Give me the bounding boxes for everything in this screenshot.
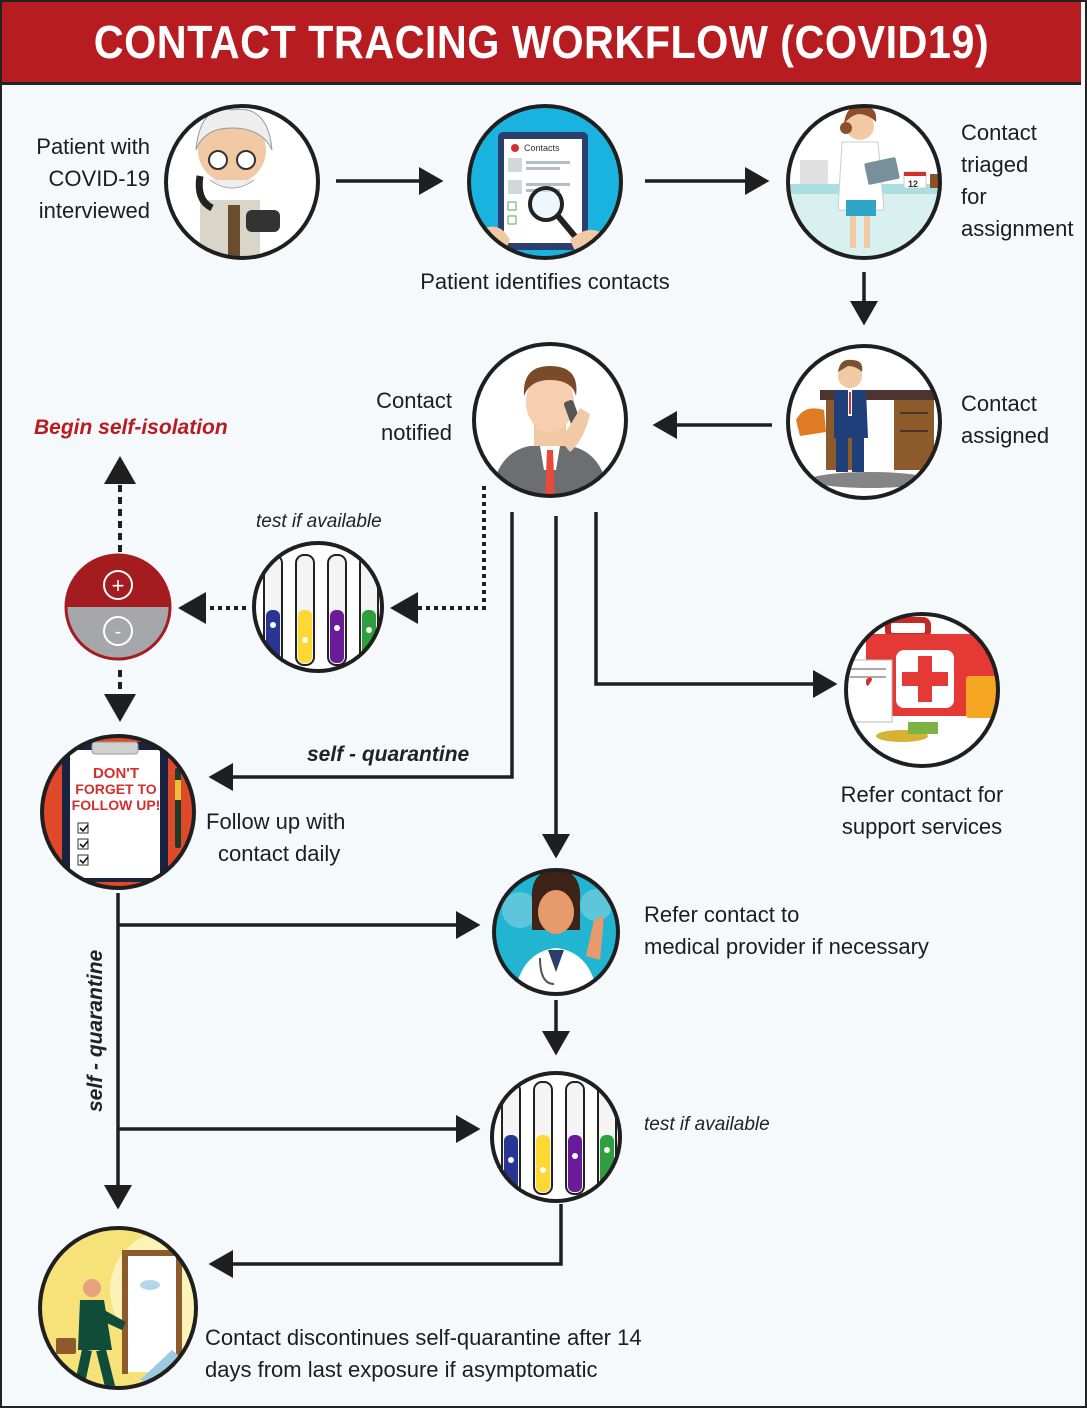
triage-label-line4: assignment	[961, 216, 1074, 241]
self-quarantine-label: self - quarantine	[307, 743, 470, 766]
businessman-at-desk-icon	[786, 344, 942, 500]
assigned-label: Contact assigned	[961, 388, 1081, 452]
notified-label: Contact notified	[340, 385, 452, 449]
notified-label-line2: notified	[381, 420, 452, 445]
checkbox-icon	[77, 854, 89, 866]
triage-label-line3: for	[961, 184, 987, 209]
medical-label: Refer contact to medical provider if nec…	[644, 899, 984, 963]
test-result-icon: + -	[64, 553, 172, 661]
test-if-available-label-2: test if available	[644, 1114, 770, 1135]
support-label-line1: Refer contact for	[840, 782, 1004, 807]
begin-self-isolation-label: Begin self-isolation	[34, 416, 228, 439]
interview-label-line3: interviewed	[38, 198, 150, 223]
interview-label: Patient with COVID-19 interviewed	[14, 131, 150, 227]
interview-label-line2: COVID-19	[48, 166, 150, 191]
checkbox-icon	[77, 838, 89, 850]
medical-label-line1: Refer contact to	[644, 902, 800, 927]
triage-label-line1: Contact	[961, 120, 1037, 145]
first-aid-kit-icon	[844, 612, 1000, 768]
test-if-available-label: test if available	[256, 511, 382, 532]
note-line-1: DON'T	[93, 765, 139, 782]
discontinue-label-line1: Contact discontinues self-quarantine aft…	[205, 1325, 642, 1350]
self-quarantine-vertical-label: self - quarantine	[84, 949, 107, 1112]
dotted-arrow-notified-to-test	[390, 486, 486, 624]
followup-label: Follow up with contact daily	[206, 806, 406, 870]
followup-label-line2: contact daily	[218, 841, 341, 866]
calendar-day: 12	[908, 179, 918, 189]
doctor-waving-icon	[492, 868, 620, 996]
positive-symbol: +	[112, 573, 125, 598]
assigned-label-line2: assigned	[961, 423, 1050, 448]
positive-result-icon: +	[103, 570, 133, 600]
arrow-notified-to-support	[594, 512, 838, 698]
checkbox-icon	[77, 822, 89, 834]
arrow-notified-to-followup	[208, 512, 514, 791]
doctor-on-phone-icon	[164, 104, 320, 260]
assigned-label-line1: Contact	[961, 391, 1037, 416]
arrow-test2-to-discontinue	[208, 1204, 563, 1278]
support-label: Refer contact for support services	[826, 779, 1018, 843]
interview-label-line1: Patient with	[36, 134, 150, 159]
notified-label-line1: Contact	[376, 388, 452, 413]
negative-result-icon: -	[103, 616, 133, 646]
discontinue-label-line2: days from last exposure if asymptomatic	[205, 1357, 598, 1382]
triage-label-line2: triaged	[961, 152, 1029, 177]
contacts-card-title: Contacts	[524, 143, 560, 153]
test-tubes-icon	[252, 541, 384, 673]
man-leaving-door-icon	[38, 1226, 198, 1390]
nurse-at-desk-icon: 12	[786, 104, 942, 260]
page-title: CONTACT TRACING WORKFLOW (COVID19)	[2, 2, 1081, 85]
note-line-2: FORGET TO	[75, 781, 157, 797]
discontinue-label: Contact discontinues self-quarantine aft…	[205, 1322, 725, 1386]
negative-symbol: -	[115, 621, 122, 643]
person-on-phone-icon	[472, 342, 628, 498]
identify-label: Patient identifies contacts	[420, 269, 670, 294]
clipboard-checklist-icon: DON'T FORGET TO FOLLOW UP!	[40, 734, 196, 890]
medical-label-line2: medical provider if necessary	[644, 934, 929, 959]
followup-label-line1: Follow up with	[206, 809, 346, 834]
contacts-list-magnifier-icon: Contacts	[467, 104, 623, 260]
note-line-3: FOLLOW UP!	[72, 797, 161, 813]
triage-label: Contact triaged for assignment	[961, 117, 1087, 245]
page-title-text: CONTACT TRACING WORKFLOW (COVID19)	[93, 16, 990, 68]
test-tubes-icon	[490, 1071, 622, 1203]
support-label-line2: support services	[841, 814, 1003, 839]
